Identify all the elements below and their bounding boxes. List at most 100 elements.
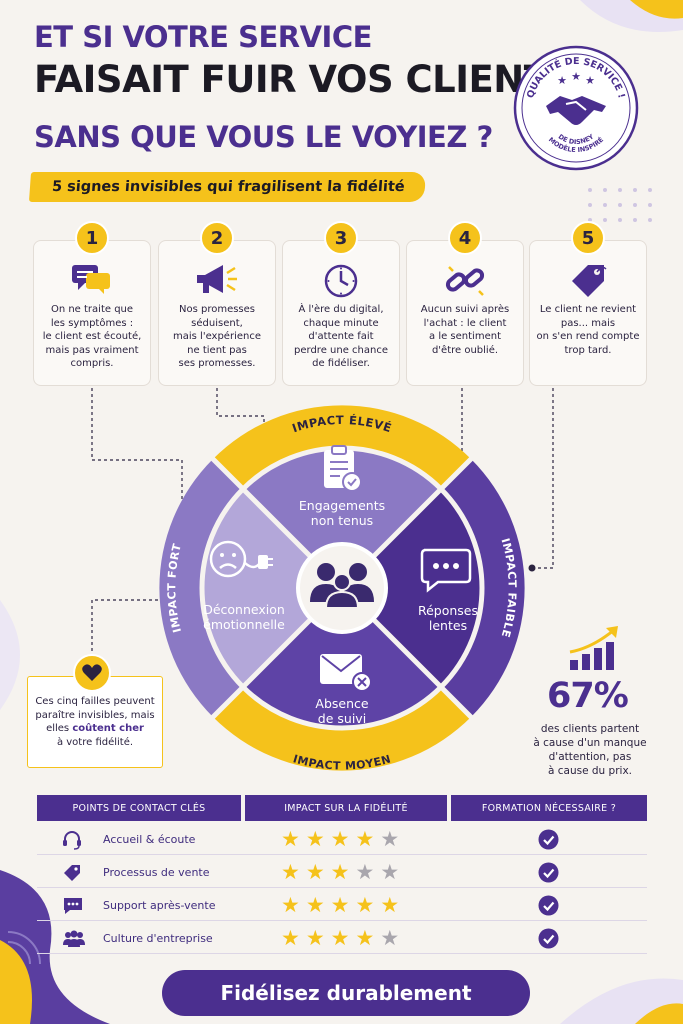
star-filled-icon: ★ xyxy=(330,827,350,851)
star-filled-icon: ★ xyxy=(355,893,375,917)
decor-bottom-left-blob xyxy=(0,870,110,1024)
svg-text:IMPACT FORT: IMPACT FORT xyxy=(165,542,184,634)
handshake-icon xyxy=(546,96,606,125)
check-circle-icon xyxy=(538,928,559,953)
impact-stars: ★★★★★ xyxy=(281,861,399,883)
star-filled-icon: ★ xyxy=(330,893,350,917)
svg-text:★: ★ xyxy=(571,70,581,83)
star-filled-icon: ★ xyxy=(281,827,300,851)
sad-face-plug-icon xyxy=(209,540,273,578)
table-row: Accueil & écoute★★★★★ xyxy=(37,824,647,855)
star-filled-icon: ★ xyxy=(305,893,325,917)
check-circle-icon xyxy=(538,895,559,920)
impact-stars: ★★★★★ xyxy=(281,894,399,916)
contact-point-label: Processus de vente xyxy=(103,866,210,879)
tag-icon xyxy=(62,863,82,887)
title-line-2: faisait fuir vos clients xyxy=(34,58,575,101)
star-empty-icon: ★ xyxy=(380,926,400,950)
sign-number-badge: 5 xyxy=(571,221,605,255)
star-filled-icon: ★ xyxy=(355,926,375,950)
chat-icon xyxy=(34,263,150,299)
star-filled-icon: ★ xyxy=(380,893,400,917)
star-filled-icon: ★ xyxy=(305,860,325,884)
star-empty-icon: ★ xyxy=(355,860,375,884)
decor-top-right-blob xyxy=(580,0,683,32)
quadrant-right xyxy=(342,490,481,686)
check-circle-icon xyxy=(538,862,559,887)
svg-text:★: ★ xyxy=(585,74,595,87)
contact-points-table: POINTS DE CONTACT CLÉS IMPACT SUR LA FID… xyxy=(37,795,647,955)
star-filled-icon: ★ xyxy=(305,827,325,851)
star-filled-icon: ★ xyxy=(330,860,350,884)
title-line-3: sans que vous le voyiez ? xyxy=(34,120,493,154)
price-tag-icon xyxy=(530,263,646,303)
table-row: Support après-vente★★★★★ xyxy=(37,890,647,921)
table-row: Processus de vente★★★★★ xyxy=(37,857,647,888)
sign-number-badge: 3 xyxy=(324,221,358,255)
impact-wheel: IMPACT ÉLEVÉ IMPACT FORT IMPACT FAIBLE I… xyxy=(159,405,525,772)
decor-left-blob xyxy=(0,600,20,710)
star-filled-icon: ★ xyxy=(355,827,375,851)
star-empty-icon: ★ xyxy=(380,860,400,884)
sign-number-badge: 4 xyxy=(448,221,482,255)
quadrant-top xyxy=(244,449,440,588)
seal-bottom-line-2: DE DISNEY xyxy=(557,132,596,146)
team-icon xyxy=(62,929,86,953)
heart-icon xyxy=(82,664,102,681)
stat-value: 67% xyxy=(547,676,629,716)
message-dots-icon xyxy=(420,548,472,593)
impact-stars: ★★★★★ xyxy=(281,828,399,850)
contact-point-label: Culture d'entreprise xyxy=(103,932,213,945)
growth-chart-icon xyxy=(569,626,618,670)
contact-point-label: Accueil & écoute xyxy=(103,833,196,846)
star-filled-icon: ★ xyxy=(330,926,350,950)
check-circle-icon xyxy=(538,829,559,854)
heart-badge xyxy=(73,654,111,692)
star-filled-icon: ★ xyxy=(281,893,300,917)
footer-banner: Fidélisez durablement xyxy=(162,970,530,1016)
stat-description: des clients partent à cause d'un manque … xyxy=(533,723,647,777)
headset-icon xyxy=(62,830,82,854)
sign-number-badge: 2 xyxy=(200,221,234,255)
star-filled-icon: ★ xyxy=(305,926,325,950)
svg-text:DE DISNEY: DE DISNEY xyxy=(557,132,596,146)
star-filled-icon: ★ xyxy=(281,860,300,884)
team-center-icon xyxy=(310,563,374,609)
star-empty-icon: ★ xyxy=(380,827,400,851)
table-row: Culture d'entreprise★★★★★ xyxy=(37,923,647,954)
impact-stars: ★★★★★ xyxy=(281,927,399,949)
table-header-points: POINTS DE CONTACT CLÉS xyxy=(37,795,241,821)
clock-icon xyxy=(283,263,399,303)
label-impact-strong: IMPACT FORT xyxy=(165,542,183,634)
title-line-1: Et si votre service xyxy=(34,20,372,54)
quality-seal: QUALITÉ DE SERVICE ! MODÈLE INSPIRÉ DE D… xyxy=(513,45,639,171)
sign-number-badge: 1 xyxy=(75,221,109,255)
broken-link-icon xyxy=(407,263,523,303)
table-header-training: FORMATION NÉCESSAIRE ? xyxy=(451,795,647,821)
callout-highlight: coûtent cher xyxy=(72,723,144,734)
star-filled-icon: ★ xyxy=(281,926,300,950)
contact-point-label: Support après-vente xyxy=(103,899,216,912)
envelope-x-icon xyxy=(320,654,372,692)
decor-bottom-right-blob xyxy=(560,978,683,1024)
megaphone-icon xyxy=(159,263,275,301)
quadrant-left xyxy=(203,490,342,686)
chat-bubble-icon xyxy=(62,896,84,920)
table-header-impact: IMPACT SUR LA FIDÉLITÉ xyxy=(245,795,447,821)
svg-text:★: ★ xyxy=(557,74,567,87)
clipboard-check-icon xyxy=(324,445,362,492)
